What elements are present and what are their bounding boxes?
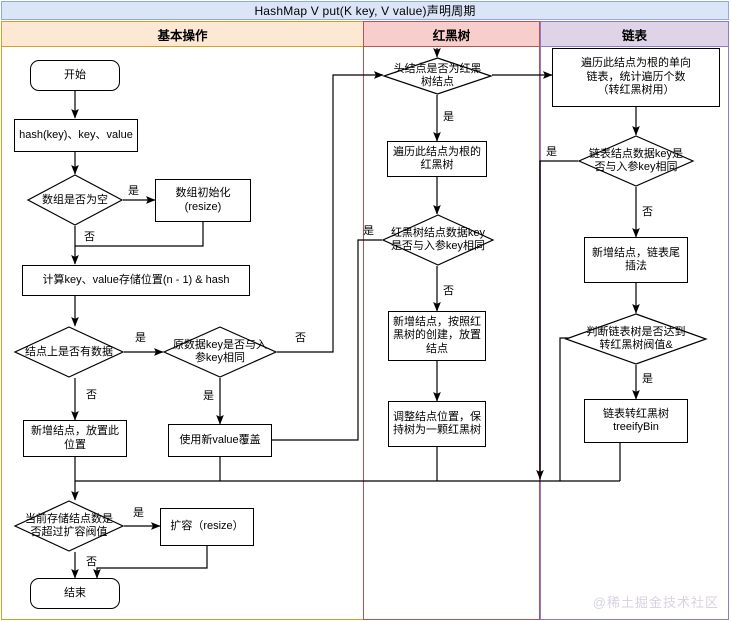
edge-label-rbtree-same-key-no: 否	[443, 285, 454, 297]
edge-label-over-threshold-yes: 是	[133, 507, 144, 519]
column-header-rbtree: 红黑树	[363, 21, 540, 47]
node-calc-index[interactable]: 计算key、value存储位置(n - 1) & hash	[22, 265, 250, 296]
edge-label-node-has-data-no: 否	[86, 389, 97, 401]
edge-label-list-same-key-no: 否	[642, 206, 653, 218]
edge-label-rbtree-same-key-yes: 是	[363, 225, 374, 237]
node-traverse-rbtree[interactable]: 遍历此结点为根的 红黑树	[387, 141, 487, 177]
node-rbtree-insert[interactable]: 新增结点，按照红 黑树的创建，放置 结点	[388, 311, 486, 361]
edge-label-same-key-no: 否	[295, 332, 306, 344]
edge-label-over-threshold-no: 否	[86, 556, 97, 568]
decision-array-empty[interactable]: 数组是否为空	[26, 174, 124, 226]
edge-label-rbtree-head-yes: 是	[443, 111, 454, 123]
node-new-node-here[interactable]: 新增结点，放置此 位置	[23, 420, 127, 457]
node-list-append[interactable]: 新增结点，链表尾 插法	[584, 237, 688, 283]
node-hash-inputs[interactable]: hash(key)、key、value	[14, 119, 138, 152]
node-treeify[interactable]: 链表转红黑树 treeifyBin	[584, 399, 688, 443]
edge-label-list-threshold-yes: 是	[642, 373, 653, 385]
edge-label-array-empty-no: 否	[84, 231, 95, 243]
node-end[interactable]: 结束	[30, 578, 120, 609]
node-rbtree-balance[interactable]: 调整结点位置，保 持树为一颗红黑树	[388, 401, 486, 447]
decision-rbtree-same-key[interactable]: 红黑树结点数据key 是否与入参key相同	[381, 214, 495, 266]
edge-label-node-has-data-yes: 是	[135, 332, 146, 344]
watermark: @稀土掘金技术社区	[592, 595, 719, 610]
edge-label-same-key-yes: 是	[203, 390, 214, 402]
edge-label-array-empty-yes: 是	[128, 185, 139, 197]
column-header-linkedlist: 链表	[540, 21, 729, 47]
decision-list-same-key[interactable]: 链表结点数据key是 否与入参key相同	[577, 135, 695, 187]
node-start[interactable]: 开始	[30, 60, 120, 91]
decision-is-rbtree-head[interactable]: 头结点是否为红黑 树结点	[382, 57, 493, 95]
node-array-init[interactable]: 数组初始化 (resize)	[155, 179, 251, 222]
edge-label-list-same-key-yes: 是	[546, 146, 557, 158]
decision-list-threshold[interactable]: 判断链表树是否达到 转红黑树阀值&	[564, 313, 708, 365]
node-overwrite-value[interactable]: 使用新value覆盖	[168, 424, 272, 457]
node-traverse-list[interactable]: 遍历此结点为根的单向 链表，统计遍历个数 （转红黑树用）	[552, 48, 720, 107]
column-header-basic: 基本操作	[1, 21, 364, 47]
decision-same-key[interactable]: 原数据key是否与入 参key相同	[162, 326, 278, 378]
lane-body-basic	[1, 47, 364, 620]
node-resize[interactable]: 扩容（resize）	[160, 508, 254, 546]
decision-node-has-data[interactable]: 结点上是否有数据	[13, 326, 125, 378]
diagram-title: HashMap V put(K key, V value)声明周期	[1, 1, 729, 20]
decision-over-threshold[interactable]: 当前存储结点数是 否超过扩容阀值	[13, 500, 125, 552]
